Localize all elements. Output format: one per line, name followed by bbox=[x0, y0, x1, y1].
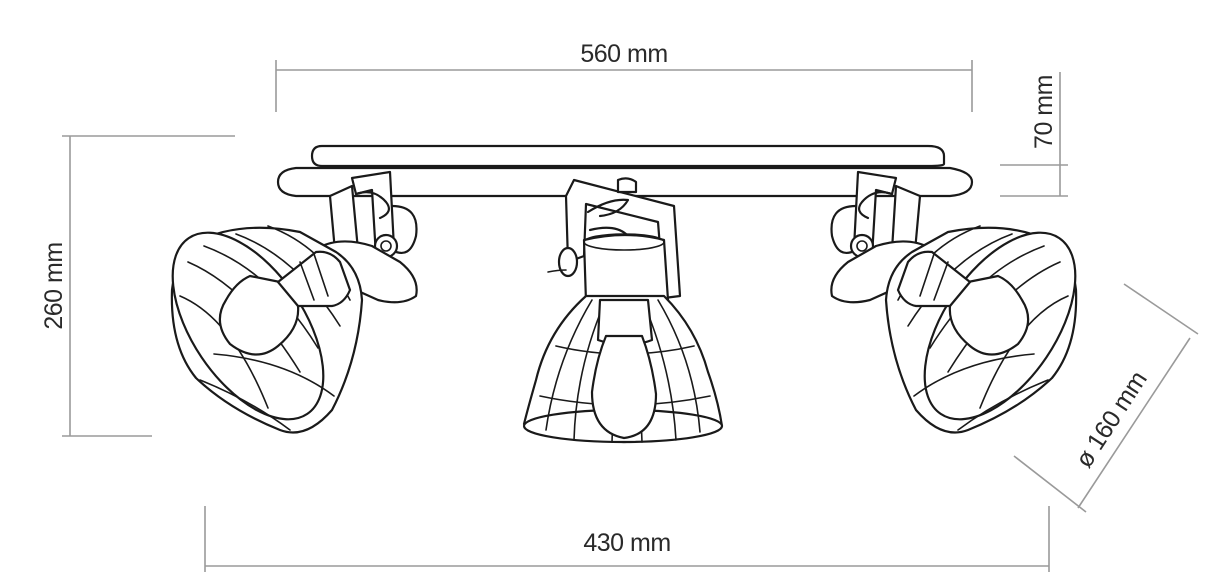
dimension-bottom-width: 430 mm bbox=[204, 506, 1050, 572]
label-total-height: 260 mm bbox=[40, 242, 68, 329]
ceiling-bar bbox=[276, 144, 974, 198]
label-bottom-width: 430 mm bbox=[583, 529, 670, 557]
dimension-bar-height: 70 mm bbox=[1000, 72, 1068, 197]
dimension-top-width: 560 mm bbox=[275, 40, 973, 112]
label-bar-height: 70 mm bbox=[1030, 75, 1058, 149]
right-spotlight bbox=[830, 170, 1078, 434]
label-top-width: 560 mm bbox=[580, 40, 667, 68]
left-spotlight bbox=[170, 170, 418, 434]
dimension-total-height: 260 mm bbox=[40, 135, 235, 437]
center-spotlight bbox=[522, 177, 724, 444]
